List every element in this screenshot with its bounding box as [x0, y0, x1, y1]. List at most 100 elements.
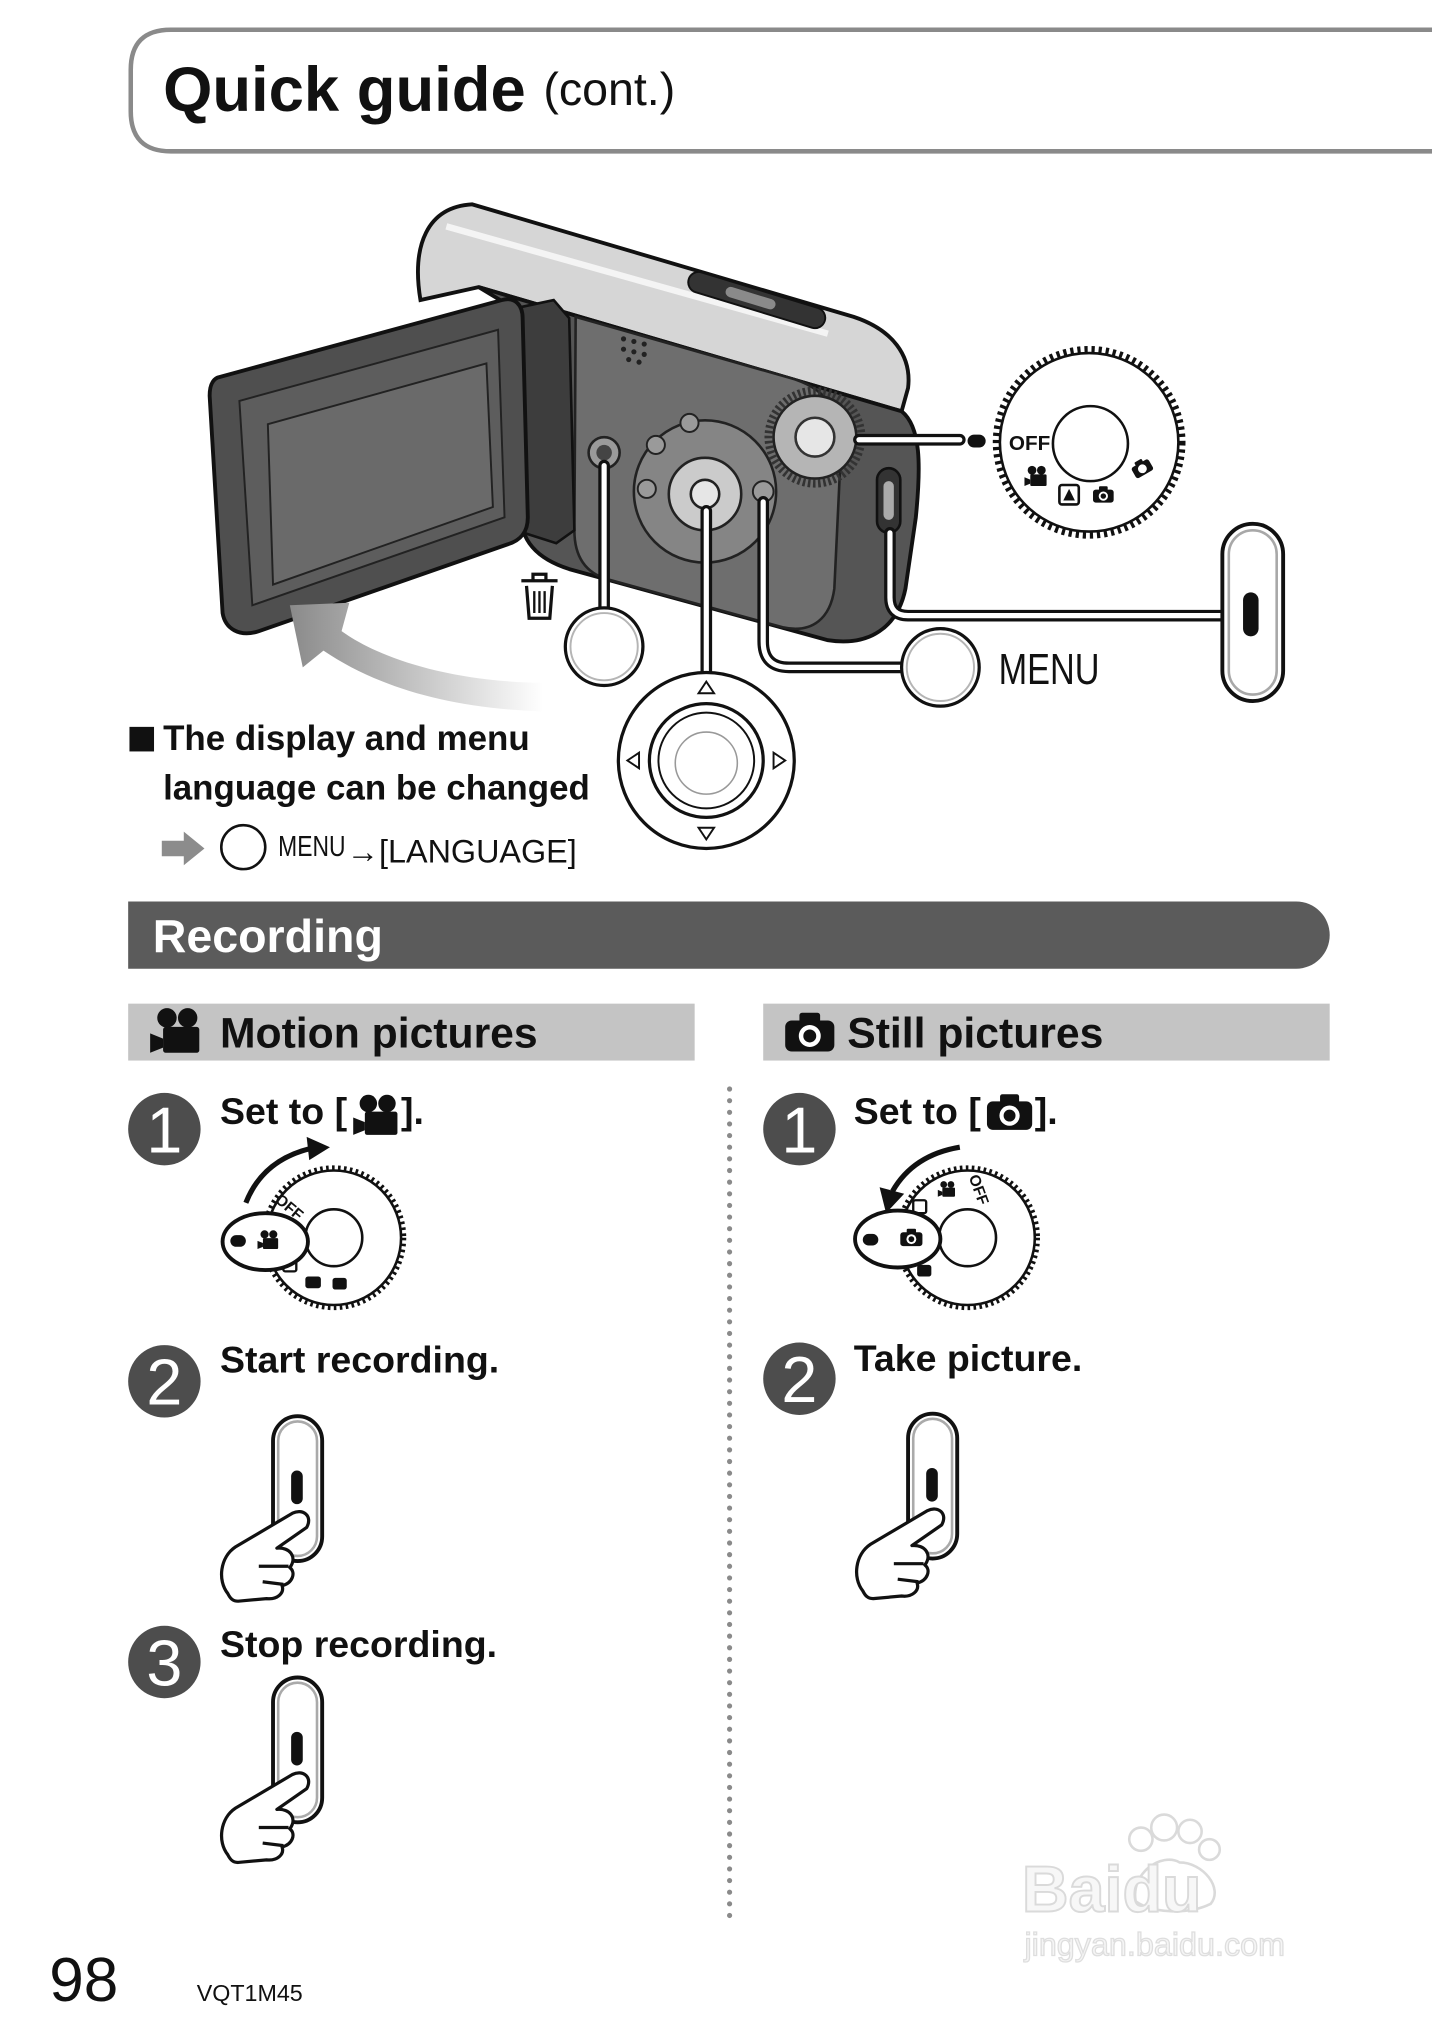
motion-picture-icon: [257, 1230, 279, 1250]
joystick-up-icon: [696, 679, 716, 695]
scene-mode-icon: [332, 1277, 347, 1290]
rotate-arrow-icon: [890, 1144, 961, 1193]
step-text-suffix: ].: [1035, 1090, 1058, 1132]
shell-highlight: [445, 223, 829, 337]
step-text: Set to [: [220, 1090, 348, 1132]
step-number: 2: [781, 1343, 817, 1416]
step-number-badge: [763, 1342, 836, 1415]
press-record-diagram: [219, 1414, 325, 1603]
camera-record-button-inner: [883, 481, 894, 520]
step-number-badge: [128, 1625, 201, 1699]
open-monitor-arrow-icon: [289, 602, 544, 712]
small-button: [636, 478, 657, 499]
step-number: 2: [146, 1346, 182, 1419]
motion-step-2: 2 Start recording.: [128, 1338, 499, 1603]
dial-index-mark: [967, 434, 986, 448]
press-record-diagram: [219, 1675, 325, 1865]
camera-icon: [785, 1012, 835, 1052]
rotate-arrow-icon: [243, 1145, 312, 1204]
step-number: 1: [781, 1093, 817, 1166]
note-line-1: The display and menu: [163, 719, 530, 758]
menu-button-callout: [899, 626, 981, 708]
motion-picture-icon: [1024, 465, 1047, 486]
still-step-1: 1 Set to [ ]. OFF: [763, 1090, 1058, 1311]
motion-step-1: 1 Set to [ ]. OFF: [128, 1090, 424, 1311]
delete-button-inner: [596, 444, 612, 461]
page-title-suffix: (cont.): [543, 63, 675, 115]
page-title: Quick guide: [163, 55, 526, 125]
camera-icon: [1093, 486, 1114, 503]
dpad-center: [689, 478, 721, 510]
watermark-brand: Baidu: [1022, 1853, 1202, 1926]
delete-button-callout: [563, 606, 645, 688]
title-box: Quick guide (cont.): [128, 27, 1432, 154]
playback-icon: [1058, 483, 1081, 506]
step-number: 3: [146, 1626, 182, 1699]
pointing-hand-icon: [219, 1771, 311, 1865]
leader-lines: [598, 433, 1227, 679]
mode-dial-still-diagram: OFF: [853, 1144, 1040, 1311]
watermark-url: jingyan.baidu.com: [1023, 1927, 1285, 1963]
step-text: Take picture.: [854, 1337, 1083, 1379]
camera-icon: [900, 1228, 923, 1247]
model-code: VQT1M45: [197, 1980, 303, 2006]
note-line-2: language can be changed: [163, 768, 590, 807]
still-pictures-header: Still pictures: [763, 1003, 1330, 1061]
lcd-screen: [266, 362, 494, 586]
dial-index-mark: [230, 1235, 246, 1247]
title-frame: [128, 27, 1432, 154]
camera-icon: [305, 1276, 321, 1289]
motion-pictures-title: Motion pictures: [220, 1010, 538, 1058]
selected-mode-highlight: [853, 1208, 943, 1270]
camera-mode-dial-center: [794, 416, 836, 458]
step-number: 1: [146, 1093, 182, 1166]
menu-button-label: MENU: [999, 645, 1100, 694]
dial-off-label: OFF: [1009, 432, 1050, 455]
step-text: Start recording.: [220, 1338, 499, 1380]
mode-dial-motion-diagram: OFF: [220, 1136, 407, 1311]
step-text: Stop recording.: [220, 1623, 497, 1665]
motion-step-3: 3 Stop recording.: [128, 1623, 497, 1865]
small-button: [679, 412, 700, 433]
motion-picture-icon: [353, 1094, 398, 1135]
mode-dial-icon: OFF: [967, 345, 1186, 539]
step-number-badge: [128, 1345, 201, 1418]
page-number: 98: [49, 1946, 118, 2015]
joystick-right-icon: [772, 750, 787, 771]
record-button-icon: [1220, 521, 1286, 703]
camcorder-illustration: [207, 202, 921, 712]
scene-mode-icon: [917, 1264, 932, 1277]
menu-button-icon: [219, 823, 267, 871]
step-number-badge: [763, 1092, 836, 1166]
motion-picture-icon: [937, 1181, 956, 1197]
arrow-right-icon: [161, 831, 205, 866]
pointing-hand-icon: [219, 1510, 311, 1603]
press-record-diagram: [854, 1411, 960, 1601]
paw-logo-icon: [1127, 1813, 1222, 1913]
trash-icon: [521, 572, 558, 620]
step-number-badge: [128, 1092, 201, 1166]
note-menu-label: MENU: [278, 831, 345, 863]
motion-pictures-header: Motion pictures: [128, 1003, 695, 1061]
pointing-hand-icon: [854, 1507, 946, 1601]
joystick-down-icon: [696, 826, 716, 842]
motion-picture-icon: [150, 1008, 200, 1053]
speaker-icon: [620, 336, 647, 365]
still-pictures-title: Still pictures: [847, 1010, 1103, 1058]
zoom-lever-icon: [687, 270, 827, 330]
section-bar: Recording: [128, 901, 1330, 969]
language-note: The display and menu language can be cha…: [129, 719, 590, 871]
section-title: Recording: [153, 910, 383, 962]
step-text: Set to [: [854, 1090, 982, 1132]
camera-icon: [986, 1094, 1033, 1130]
dial-index-mark: [862, 1233, 879, 1246]
step-text-suffix: ].: [401, 1090, 424, 1132]
note-menu-path: →[LANGUAGE]: [347, 834, 577, 870]
joystick-icon: [616, 670, 796, 851]
small-button: [645, 434, 666, 455]
bullet-square-icon: [129, 726, 155, 752]
watermark: Baidu jingyan.baidu.com: [1021, 1813, 1286, 1963]
arrowhead: [879, 1187, 905, 1214]
arrowhead: [306, 1136, 330, 1161]
